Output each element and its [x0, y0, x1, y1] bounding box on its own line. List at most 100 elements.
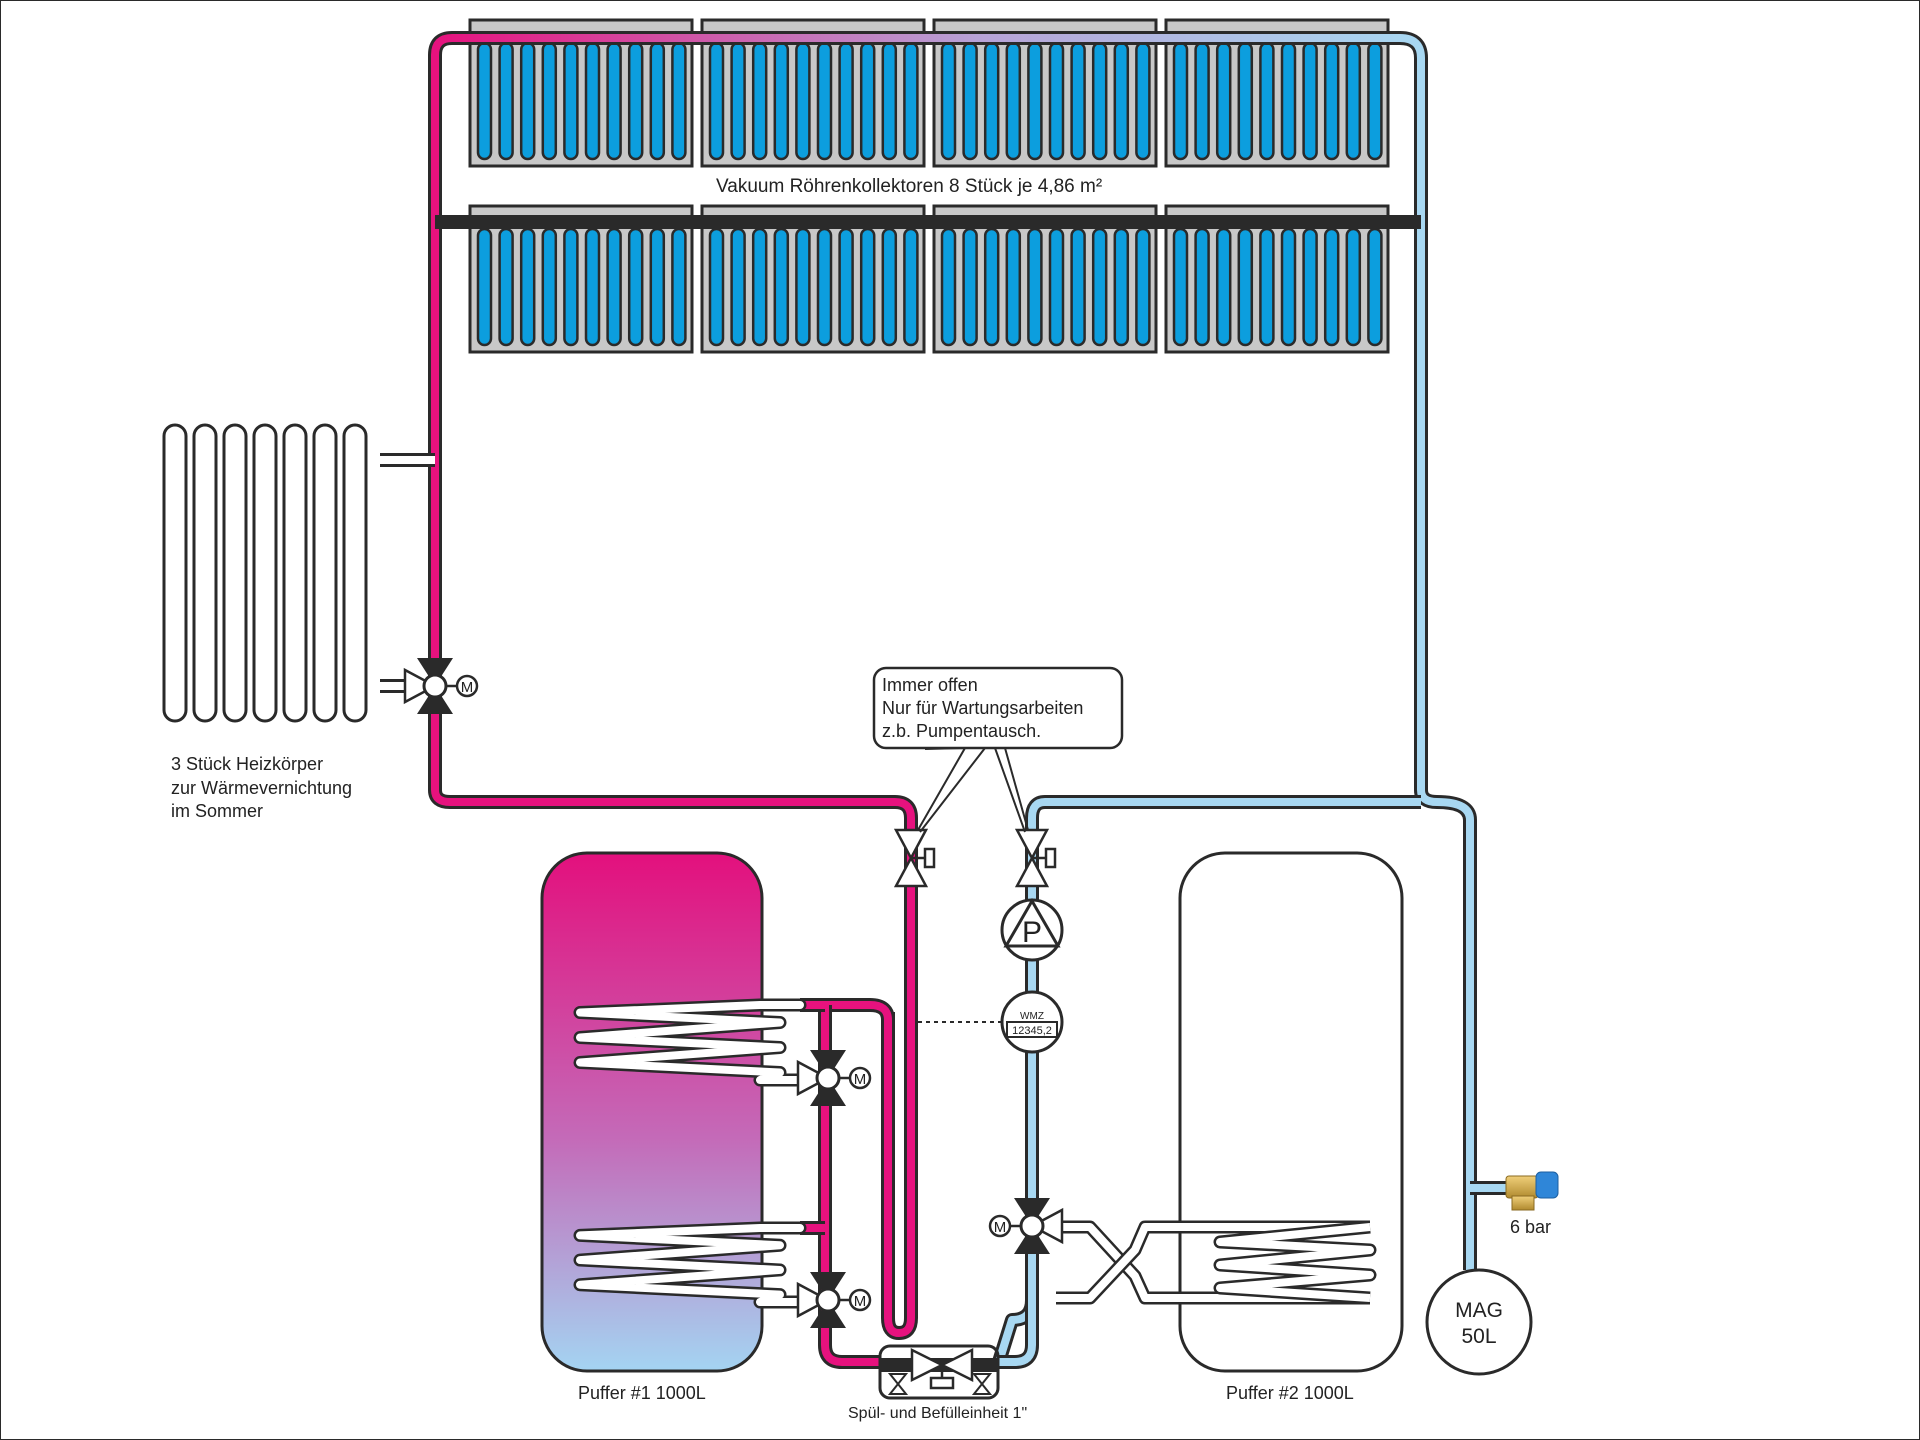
- vacuum-tube: [859, 41, 876, 161]
- vacuum-tube: [606, 227, 622, 347]
- vacuum-tube: [1172, 41, 1189, 161]
- radiator-label-2: zur Wärmevernichtung: [171, 778, 352, 798]
- hot-isolation-valve[interactable]: [893, 828, 936, 888]
- vacuum-tube: [773, 41, 790, 161]
- vacuum-tube: [983, 227, 1000, 347]
- safety-valve[interactable]: 6 bar: [1505, 1171, 1559, 1237]
- vacuum-tube: [1280, 227, 1297, 347]
- tank-1-label: Puffer #1 1000L: [578, 1383, 706, 1403]
- vacuum-tube: [649, 227, 666, 347]
- motor-symbol: M: [854, 1293, 867, 1310]
- vacuum-tube: [1367, 227, 1383, 347]
- valve-port-bottom: [810, 1300, 846, 1328]
- valves: M M M M: [403, 658, 1064, 1328]
- vacuum-tube: [1345, 227, 1362, 347]
- tank1-upper-3way-valve[interactable]: M: [796, 1050, 872, 1106]
- vacuum-tube: [838, 41, 854, 161]
- pump-symbol: P: [1022, 916, 1042, 949]
- radiator: [162, 423, 368, 723]
- vacuum-tube: [795, 41, 811, 161]
- vacuum-tube: [1367, 41, 1383, 161]
- collector-main-loop: [431, 34, 1425, 790]
- valve-body: [1019, 1213, 1045, 1239]
- tank2-3way-valve[interactable]: M: [988, 1198, 1064, 1254]
- vacuum-tube: [881, 41, 898, 161]
- valve-body: [815, 1065, 841, 1091]
- vacuum-tube: [816, 227, 833, 347]
- radiator-3way-valve[interactable]: M: [403, 658, 479, 714]
- vacuum-tube: [1215, 227, 1232, 347]
- maintenance-callout: Immer offen Nur für Wartungsarbeiten z.b…: [872, 666, 1124, 833]
- vacuum-tube: [940, 41, 957, 161]
- vacuum-tube: [1091, 227, 1108, 347]
- tank1-loop-top: [825, 1001, 892, 1021]
- collectors-label: Vakuum Röhrenkollektoren 8 Stück je 4,86…: [716, 176, 1102, 197]
- heat-meter-title: WMZ: [1020, 1011, 1044, 1022]
- vacuum-tube: [1005, 227, 1022, 347]
- vacuum-tube: [1302, 41, 1318, 161]
- vacuum-tube: [730, 41, 746, 161]
- vacuum-tube: [541, 227, 558, 347]
- vacuum-tube: [1135, 41, 1151, 161]
- cold-mag-pipe: [1417, 789, 1474, 1270]
- vacuum-tube: [1345, 41, 1362, 161]
- radiator-section: [192, 423, 218, 723]
- vacuum-tube: [1070, 227, 1086, 347]
- vacuum-tube: [1113, 227, 1130, 347]
- vacuum-tube: [751, 41, 768, 161]
- radiator-section: [342, 423, 368, 723]
- cold-isolation-valve[interactable]: [1014, 828, 1057, 888]
- heat-meter-reading: 12345,2: [1012, 1025, 1052, 1037]
- valve-port-side: [796, 1281, 831, 1319]
- vacuum-tube: [1027, 41, 1043, 161]
- vacuum-tube: [1091, 41, 1108, 161]
- tank-2-label: Puffer #2 1000L: [1226, 1383, 1354, 1403]
- vacuum-tube: [1259, 41, 1275, 161]
- vacuum-tube: [1135, 227, 1151, 347]
- tank2-coil: [1056, 1223, 1370, 1302]
- valve-body: [815, 1287, 841, 1313]
- valve-handle-icon: [1044, 847, 1057, 869]
- vacuum-tube: [584, 41, 601, 161]
- vacuum-tube: [1048, 227, 1065, 347]
- valve-port-top: [810, 1272, 846, 1300]
- vacuum-tube: [1259, 227, 1275, 347]
- heat-meter[interactable]: WMZ 12345,2: [918, 990, 1064, 1054]
- vacuum-tube: [1194, 227, 1210, 347]
- vacuum-tube: [881, 227, 898, 347]
- callout-line-3: z.b. Pumpentausch.: [882, 721, 1041, 741]
- vacuum-tube: [962, 227, 978, 347]
- vacuum-tube: [627, 227, 644, 347]
- vacuum-tube: [983, 41, 1000, 161]
- vacuum-tube: [627, 41, 644, 161]
- vacuum-tube: [903, 41, 919, 161]
- vacuum-tube: [1323, 227, 1340, 347]
- valve-port-bottom: [1014, 1226, 1050, 1254]
- vacuum-tube: [649, 41, 666, 161]
- vacuum-tube: [751, 227, 768, 347]
- motor-symbol: M: [994, 1219, 1007, 1236]
- collector-panel: [932, 204, 1158, 354]
- radiator-label-1: 3 Stück Heizkörper: [171, 754, 323, 774]
- valve-port-side: [1029, 1207, 1064, 1245]
- callout-line-2: Nur für Wartungsarbeiten: [882, 698, 1083, 718]
- vacuum-tube: [816, 41, 833, 161]
- tank1-loop-vertical: [821, 1005, 880, 1366]
- motor-icon: [848, 1288, 872, 1312]
- expansion-vessel: MAG 50L: [1425, 1268, 1533, 1376]
- motor-icon: [455, 674, 479, 698]
- safety-valve-label: 6 bar: [1510, 1217, 1551, 1237]
- valve-port-side: [403, 667, 438, 705]
- circulation-pump[interactable]: P: [1000, 898, 1064, 962]
- valve-handle-icon: [923, 847, 936, 869]
- radiator-section: [222, 423, 248, 723]
- tank1-lower-3way-valve[interactable]: M: [796, 1272, 872, 1328]
- valve-port-top: [417, 658, 453, 686]
- pipework: [380, 31, 1506, 1372]
- flush-fill-unit[interactable]: [878, 1344, 1000, 1400]
- valve-port-top: [1014, 1198, 1050, 1226]
- vacuum-tube: [940, 227, 957, 347]
- cold-return-pipe: [994, 798, 1421, 1367]
- mag-line-1: MAG: [1455, 1299, 1503, 1322]
- vacuum-tube: [563, 41, 579, 161]
